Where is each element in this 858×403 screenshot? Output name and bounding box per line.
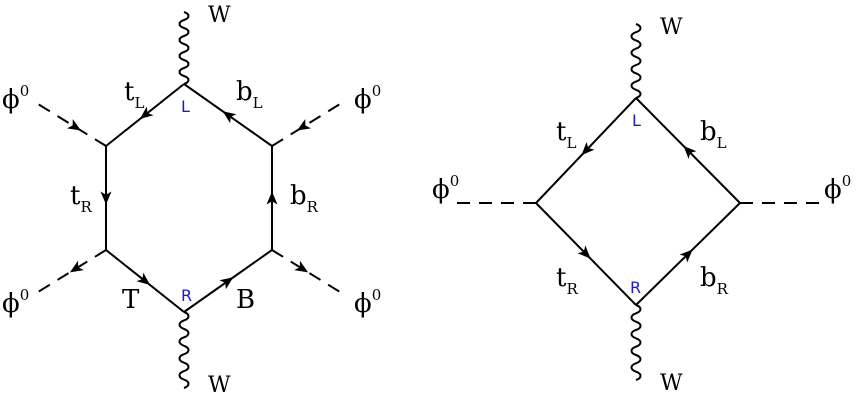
w-boson-bottom-line (178, 311, 190, 389)
arrow-bR (266, 191, 278, 205)
vertex-R-label-right: R (630, 278, 641, 297)
arrow-T (136, 272, 151, 286)
w-boson-bottom-line-right (630, 304, 642, 381)
B-label: B (236, 285, 255, 315)
phi-right-label: ϕ0 (824, 172, 851, 205)
arrow-tR (100, 191, 112, 205)
phi-bottom-left-line (37, 249, 107, 293)
bR-label: bR (290, 181, 319, 216)
phi-top-left-line (37, 103, 107, 147)
bR-label-right: bR (700, 263, 729, 298)
T-label: T (122, 285, 140, 315)
phi-top-right-line (271, 103, 341, 147)
tR-label: tR (70, 181, 92, 216)
w-top-label: W (208, 3, 231, 28)
w-boson-top-line (178, 11, 190, 85)
bL-label-right: bL (700, 117, 727, 152)
arrow-bL (222, 111, 237, 124)
phi-top-right-label: ϕ0 (354, 82, 381, 115)
phi-top-left-label: ϕ0 (2, 82, 29, 115)
arrow-bL-right (683, 145, 697, 159)
w-boson-top-line-right (630, 23, 642, 99)
arrow-phi-bottom-left (69, 260, 84, 273)
arrow-tL-right (581, 142, 595, 156)
w-bottom-label: W (208, 373, 231, 398)
arrow-phi-bottom-right (294, 260, 309, 273)
vertex-R-label: R (181, 286, 192, 305)
bL-label: bL (236, 77, 263, 112)
arrow-tL (139, 106, 154, 120)
diamond-diagram: W W ϕ0 ϕ0 tL bL tR bR L R (432, 15, 851, 396)
tR-label-right: tR (556, 263, 578, 298)
vertex-L-label-right: L (632, 111, 641, 130)
arrow-bR-right (679, 249, 693, 263)
w-bottom-label-right: W (660, 371, 683, 396)
arrow-phi-top-right (297, 119, 312, 131)
phi-left-label: ϕ0 (432, 172, 459, 205)
phi-bottom-right-line (271, 249, 341, 293)
w-top-label-right: W (660, 15, 683, 40)
arrow-tR-right (577, 245, 591, 259)
arrow-phi-top-left (66, 119, 81, 131)
vertex-L-label: L (181, 97, 190, 116)
phi-bottom-right-label: ϕ0 (354, 286, 381, 319)
hexagon-diagram: W W ϕ0 ϕ0 ϕ0 ϕ0 tL bL tR bR T B L R (2, 3, 381, 398)
arrow-B (219, 277, 234, 290)
phi-bottom-left-label: ϕ0 (2, 286, 29, 319)
tL-label-right: tL (556, 117, 576, 152)
tL-label: tL (124, 77, 144, 112)
